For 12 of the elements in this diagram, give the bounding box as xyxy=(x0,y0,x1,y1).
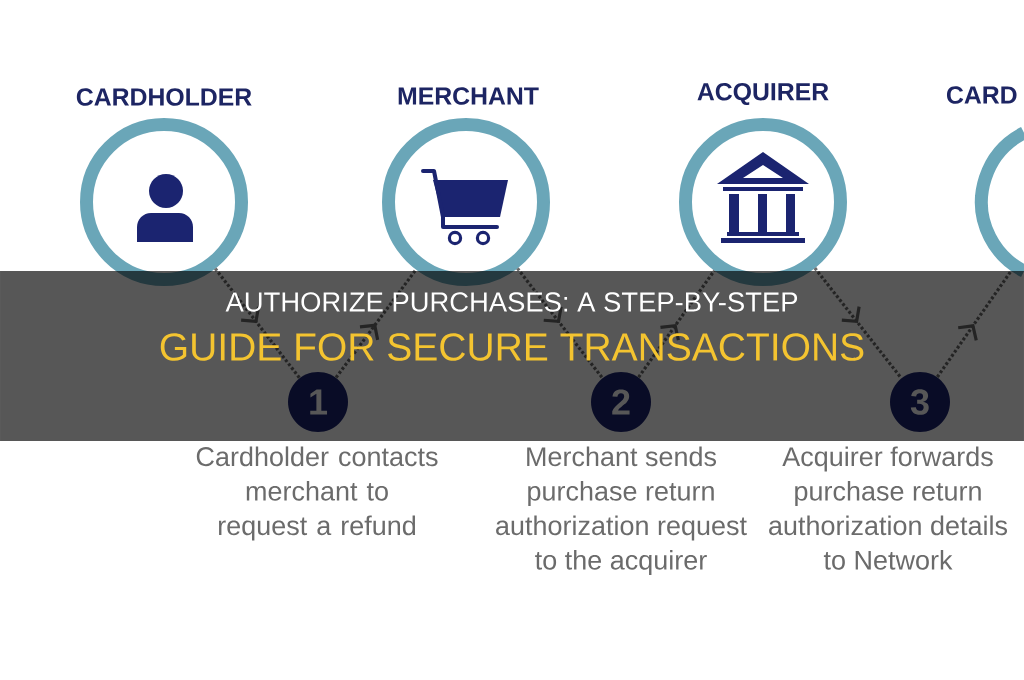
step-description: Merchant sends purchase return authorization request to the acquirer xyxy=(496,446,747,576)
step-number: 2 xyxy=(591,372,651,432)
subtitle: GUIDE FOR SECURE TRANSACTIONS xyxy=(160,333,864,361)
role-heading: MERCHANT xyxy=(398,87,539,105)
role-heading: CARD xyxy=(946,86,1017,104)
step-number: 1 xyxy=(288,372,348,432)
step-description: Acquirer forwards purchase return authorization details to Network xyxy=(769,446,1007,570)
role-heading: CARDHOLDER xyxy=(76,88,252,106)
step-description: Cardholder contacts merchant to request a refund xyxy=(196,446,438,541)
step-number: 3 xyxy=(890,372,950,432)
title: AUTHORIZE PURCHASES: A STEP-BY-STEP xyxy=(225,292,798,312)
role-heading: ACQUIRER xyxy=(697,82,829,106)
